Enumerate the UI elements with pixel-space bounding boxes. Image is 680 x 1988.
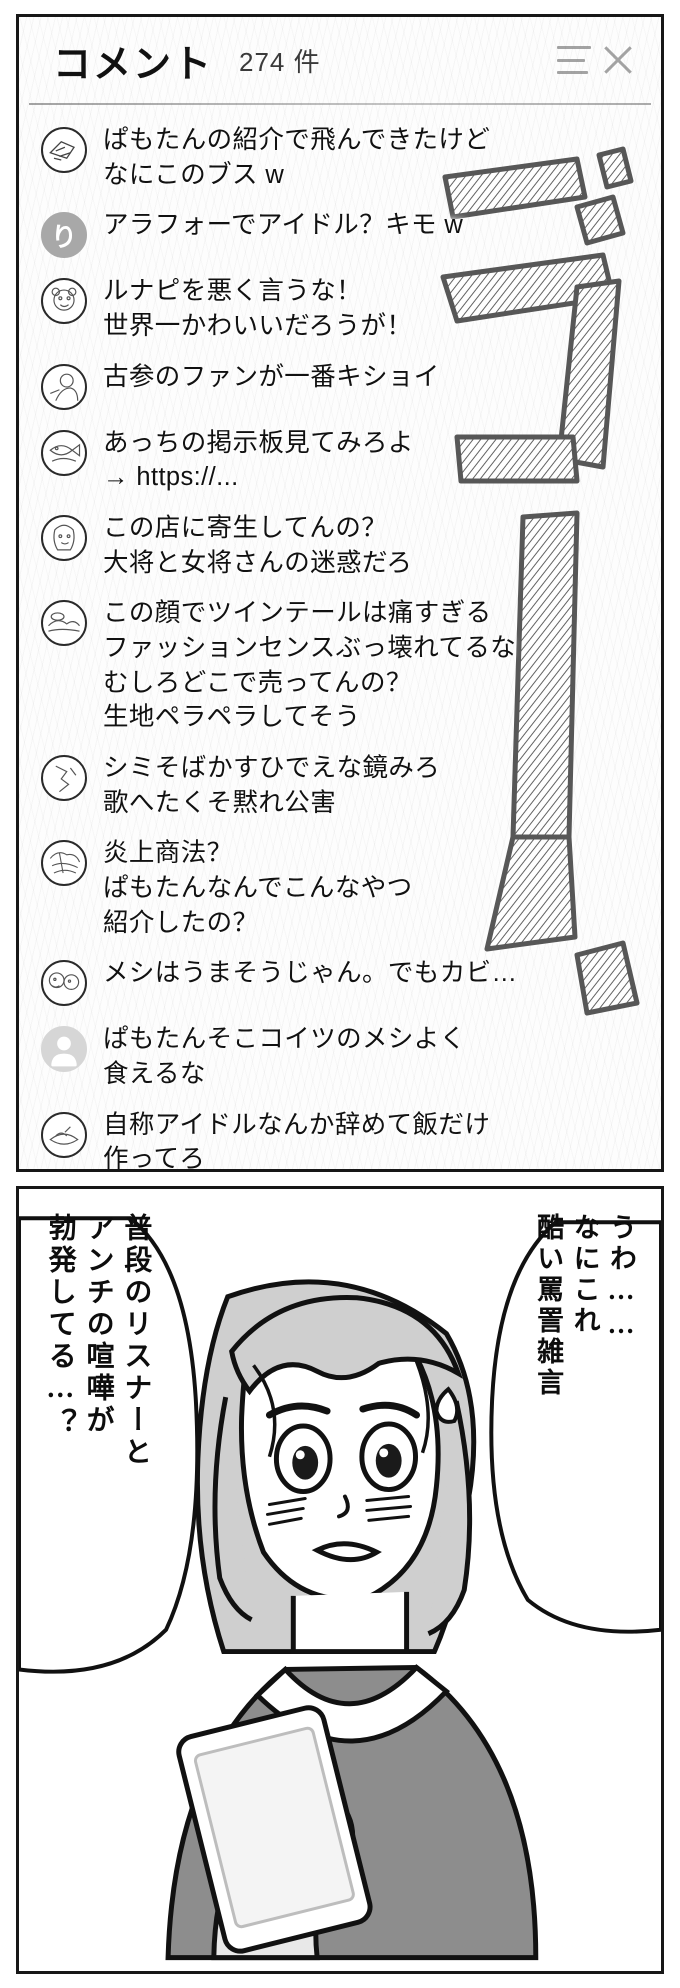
comment-text: ぱもたんの紹介で飛んできたけど なにこのブス w: [103, 126, 491, 189]
list-item[interactable]: あっちの掲示板見てみろよ → https://...: [41, 424, 647, 495]
comment-text: この店に寄生してんの？ 大将と女将さんの迷惑だろ: [103, 514, 413, 577]
comment-text: ルナピを悪く言うな！ 世界一かわいいだろうが！: [103, 277, 413, 341]
comment-text: メシはうまそうじゃん。でもカビ…: [103, 959, 518, 988]
avatar[interactable]: り: [41, 212, 87, 259]
comment-text: 炎上商法？ ぱもたんなんでこんなやつ 紹介したの？: [103, 839, 413, 937]
list-item[interactable]: この店に寄生してんの？ 大将と女将さんの迷惑だろ: [41, 509, 647, 580]
comment-text: あっちの掲示板見てみろよ → https://...: [103, 428, 414, 492]
comment-text: 古参のファンが一番キショイ: [103, 362, 440, 391]
avatar[interactable]: [41, 363, 87, 410]
list-item[interactable]: 自称アイドルなんか辞めて飯だけ 作ってろ: [41, 1106, 647, 1172]
list-item[interactable]: メシはうまそうじゃん。でもカビ…: [41, 954, 647, 1007]
avatar[interactable]: [41, 960, 87, 1007]
avatar[interactable]: [41, 278, 87, 325]
list-item[interactable]: シミそばかすひでえな鏡みろ 歌へたくそ黙れ公害: [41, 749, 647, 820]
avatar[interactable]: [41, 127, 87, 173]
avatar[interactable]: [41, 755, 87, 802]
comment-list[interactable]: ぱもたんの紹介で飛んできたけど なにこのブス w り アラフォーでアイドル？キモ…: [19, 105, 661, 1172]
manga-panel: うわ…… なにこれ 酷い罵詈雑言 普段のリスナーと アンチの喧嘩が 勃発してる……: [16, 1186, 664, 1974]
speech-balloon-left: 普段のリスナーと アンチの喧嘩が 勃発してる…？: [44, 1213, 152, 1469]
list-item[interactable]: ルナピを悪く言うな！ 世界一かわいいだろうが！: [41, 272, 647, 343]
page-title: コメント: [53, 43, 214, 86]
avatar[interactable]: [41, 1111, 87, 1158]
header-actions: [557, 43, 635, 77]
comment-text: この顔でツインテールは痛すぎる ファッションセンスぶっ壊れてるな むしろどこで売…: [103, 599, 517, 732]
comment-text: アラフォーでアイドル？キモ w: [103, 211, 464, 240]
hamburger-menu-icon[interactable]: [557, 46, 591, 74]
list-item[interactable]: ぱもたんそこコイツのメシよく 食えるな: [41, 1020, 647, 1091]
comment-text: シミそばかすひでえな鏡みろ 歌へたくそ黙れ公害: [103, 754, 441, 817]
list-item[interactable]: 炎上商法？ ぱもたんなんでこんなやつ 紹介したの？: [41, 834, 647, 940]
avatar-initial: り: [50, 221, 77, 252]
header-divider: [29, 103, 651, 105]
comments-header: コメント 274 件: [19, 17, 661, 103]
avatar[interactable]: [41, 840, 87, 887]
avatar[interactable]: [41, 1026, 87, 1073]
character-illustration: [19, 1189, 661, 1971]
avatar[interactable]: [41, 600, 87, 647]
close-icon[interactable]: [601, 43, 635, 77]
list-item[interactable]: 古参のファンが一番キショイ: [41, 358, 647, 410]
list-item[interactable]: この顔でツインテールは痛すぎる ファッションセンスぶっ壊れてるな むしろどこで売…: [41, 594, 647, 735]
avatar[interactable]: [41, 429, 87, 476]
person-icon: [51, 1037, 77, 1067]
comment-text: 自称アイドルなんか辞めて飯だけ 作ってろ: [103, 1110, 491, 1172]
speech-balloon-right: うわ…… なにこれ 酷い罵詈雑言: [533, 1213, 636, 1399]
avatar[interactable]: [41, 515, 87, 562]
comments-panel: コメント 274 件: [16, 14, 664, 1172]
list-item[interactable]: り アラフォーでアイドル？キモ w: [41, 206, 647, 259]
comment-count: 274 件: [239, 46, 321, 77]
list-item[interactable]: ぱもたんの紹介で飛んできたけど なにこのブス w: [41, 121, 647, 192]
comment-text: ぱもたんそこコイツのメシよく 食えるな: [103, 1025, 466, 1089]
